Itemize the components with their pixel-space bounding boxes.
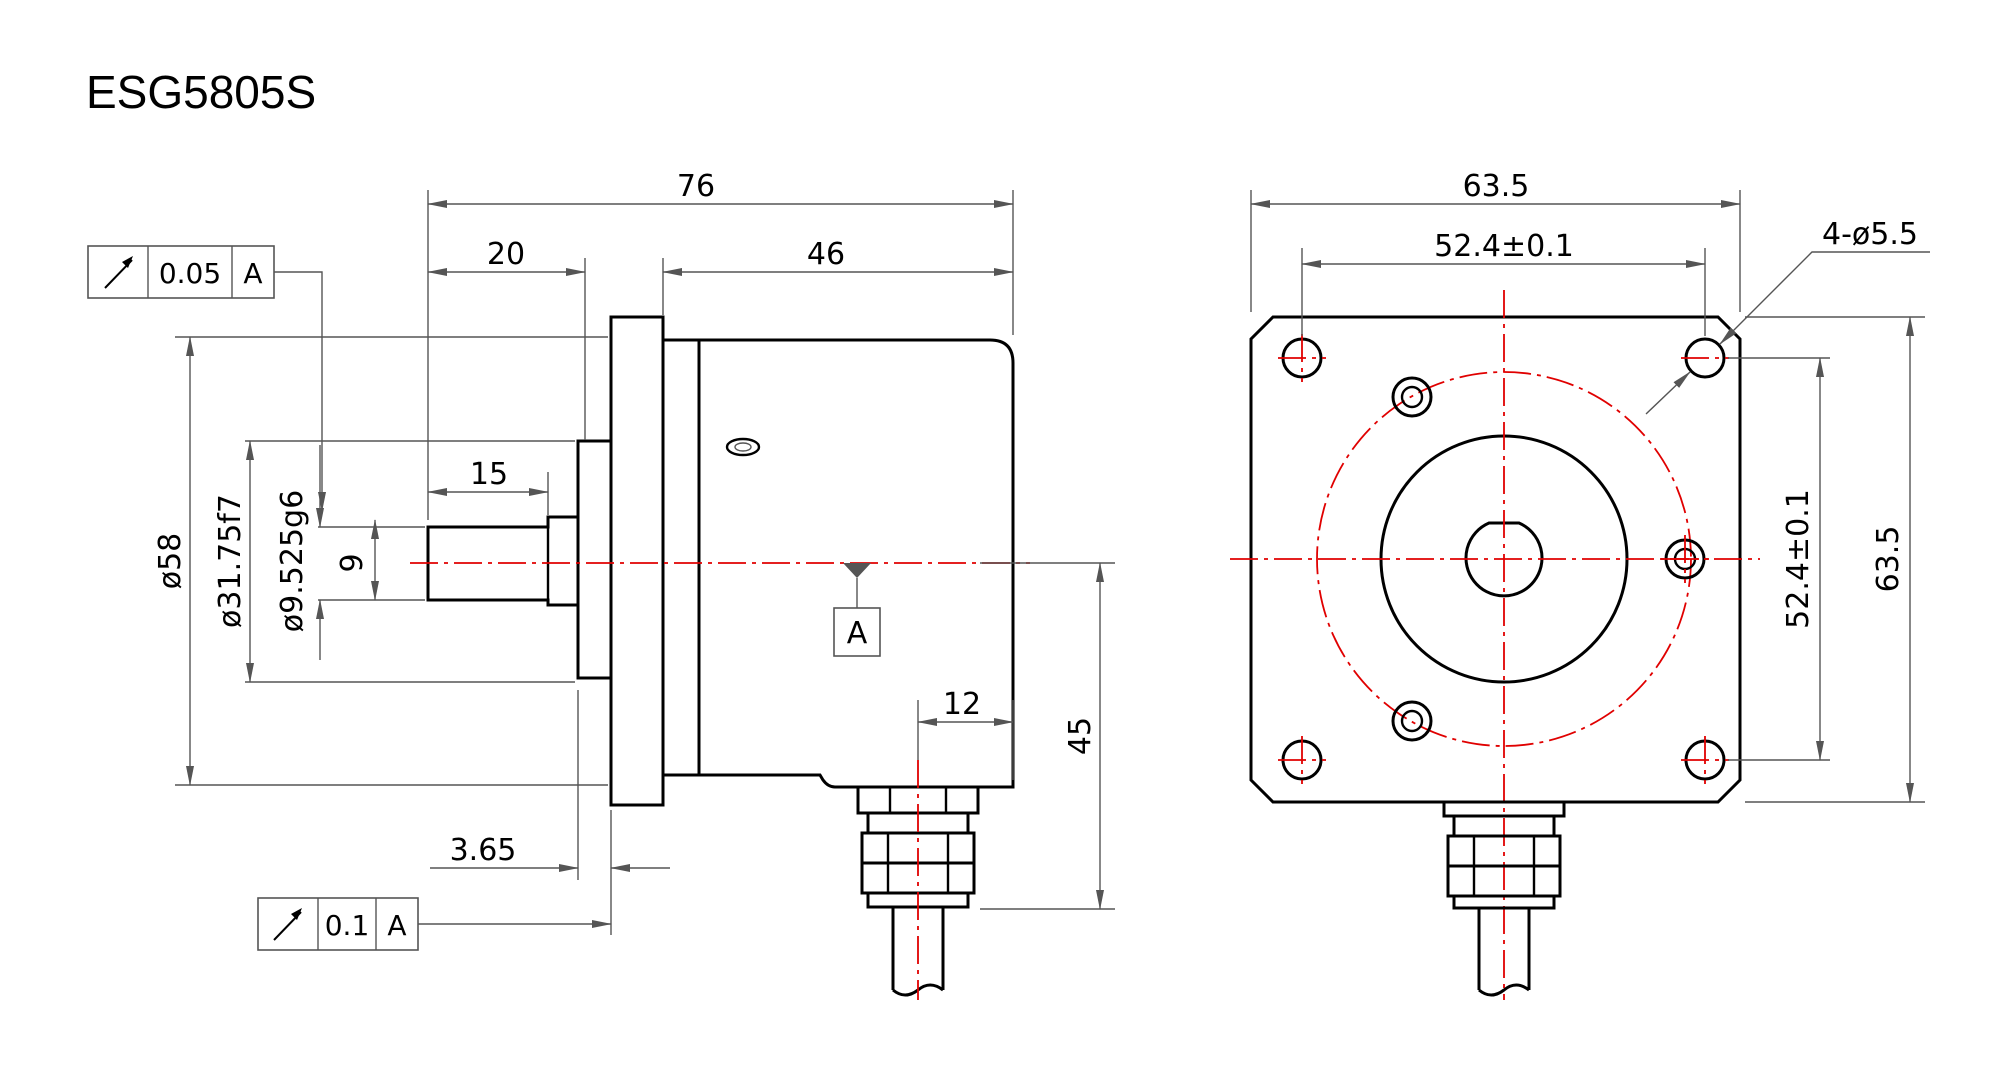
dim-cable-offset: 12 — [943, 687, 981, 722]
pilot-boss — [576, 439, 613, 680]
dim-pilot-diameter: ø31.75f7 — [213, 494, 248, 628]
flange — [609, 315, 665, 807]
dim-length-front: 20 — [487, 237, 525, 272]
screw-icon — [725, 437, 761, 457]
dim-height: 63.5 — [1871, 526, 1906, 593]
datum-label: A — [847, 616, 868, 651]
front-view: 63.5 52.4±0.1 52.4±0.1 63.5 4-ø5.5 — [1230, 169, 1930, 1000]
dim-length-body: 46 — [807, 237, 845, 272]
screw-holes — [1391, 376, 1706, 742]
dim-width: 63.5 — [1463, 169, 1530, 204]
dim-flange-thickness: 3.65 — [450, 833, 517, 868]
runout-arrow-icon — [291, 908, 302, 920]
shaft — [426, 515, 580, 607]
shaft-end — [1464, 521, 1544, 598]
dim-cable-height: 45 — [1063, 717, 1098, 755]
runout-frame-bottom: 0.1 A — [257, 897, 612, 951]
model-title: ESG5805S — [86, 66, 316, 118]
dim-shaft-length: 15 — [470, 457, 508, 492]
dim-shaft-diameter: ø9.525g6 — [275, 490, 310, 632]
dim-hole-spacing-v: 52.4±0.1 — [1781, 489, 1816, 629]
dim-flat: 9 — [335, 553, 370, 572]
cable-gland-front — [1442, 800, 1566, 910]
runout-bottom-value: 0.1 — [325, 909, 370, 942]
runout-top-datum: A — [243, 257, 262, 290]
dim-body-diameter: ø58 — [153, 533, 188, 590]
cable-gland — [856, 785, 980, 909]
runout-arrow-icon — [122, 256, 133, 268]
mounting-plate — [1249, 315, 1742, 804]
cable-front — [1477, 908, 1531, 997]
runout-bottom-datum: A — [387, 909, 406, 942]
runout-frame-top: 0.05 A — [87, 245, 326, 512]
runout-top-value: 0.05 — [159, 257, 221, 290]
side-view: A 76 20 46 15 3.65 — [87, 169, 1115, 1000]
dim-hole-spacing-h: 52.4±0.1 — [1434, 229, 1574, 264]
dim-length-total: 76 — [677, 169, 715, 204]
encoder-body — [661, 338, 1015, 789]
dim-holes: 4-ø5.5 — [1822, 217, 1918, 252]
